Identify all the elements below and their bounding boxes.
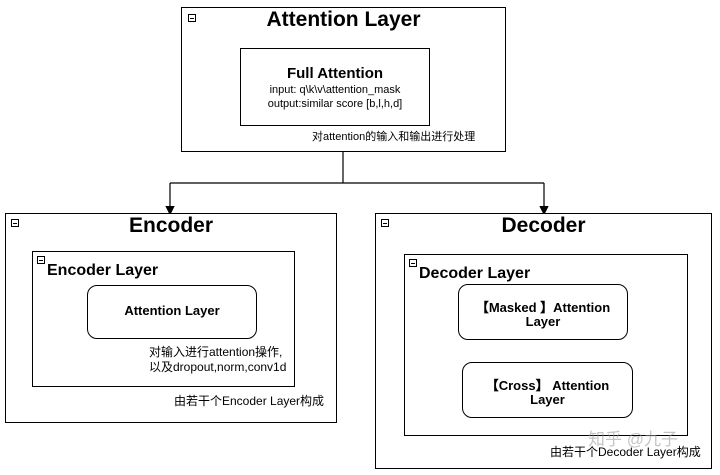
full-attention-title: Full Attention	[286, 65, 384, 82]
attention-layer-title: Attention Layer	[266, 8, 421, 31]
decoder-note: 由若干个Decoder Layer构成	[550, 445, 701, 459]
watermark: 知乎 @九子	[588, 430, 678, 449]
encoder-attention-layer-label: Attention Layer	[124, 303, 220, 318]
masked-attention-line1: 【Masked 】Attention	[475, 300, 611, 315]
cross-attention-layer-box: 【Cross】 Attention Layer	[462, 362, 633, 418]
masked-attention-layer-box: 【Masked 】Attention Layer	[458, 284, 628, 340]
decoder-box: Decoder Decoder Layer 【Masked 】Attention…	[375, 213, 712, 469]
encoder-box: Encoder Encoder Layer Attention Layer 对输…	[5, 213, 337, 423]
cross-attention-line1: 【Cross】 Attention	[485, 378, 610, 393]
masked-attention-line2: Layer	[525, 314, 561, 329]
full-attention-input: input: q\k\v\attention_mask	[269, 84, 401, 96]
attention-layer-note: 对attention的输入和输出进行处理	[312, 131, 476, 143]
full-attention-box: Full Attention input: q\k\v\attention_ma…	[240, 48, 430, 126]
collapse-icon[interactable]	[11, 219, 19, 227]
collapse-icon[interactable]	[188, 14, 196, 22]
decoder-layer-box: Decoder Layer 【Masked 】Attention Layer 【…	[404, 254, 688, 436]
encoder-note: 由若干个Encoder Layer构成	[174, 394, 325, 408]
cross-attention-line2: Layer	[530, 392, 565, 407]
encoder-attention-layer-box: Attention Layer	[87, 285, 257, 339]
encoder-layer-box: Encoder Layer Attention Layer 对输入进行atten…	[32, 251, 295, 387]
decoder-layer-title: Decoder Layer	[419, 265, 531, 282]
encoder-layer-title: Encoder Layer	[47, 262, 159, 279]
encoder-layer-note-line1: 对输入进行attention操作,	[149, 345, 283, 359]
attention-layer-box: Attention Layer Full Attention input: q\…	[181, 7, 506, 152]
collapse-icon[interactable]	[37, 256, 45, 264]
full-attention-output: output:similar score [b,l,h,d]	[267, 98, 403, 110]
encoder-layer-note-line2: 以及dropout,norm,conv1d	[149, 360, 287, 374]
decoder-title: Decoder	[501, 214, 586, 237]
collapse-icon[interactable]	[381, 219, 389, 227]
encoder-title: Encoder	[128, 214, 214, 237]
collapse-icon[interactable]	[409, 259, 417, 267]
